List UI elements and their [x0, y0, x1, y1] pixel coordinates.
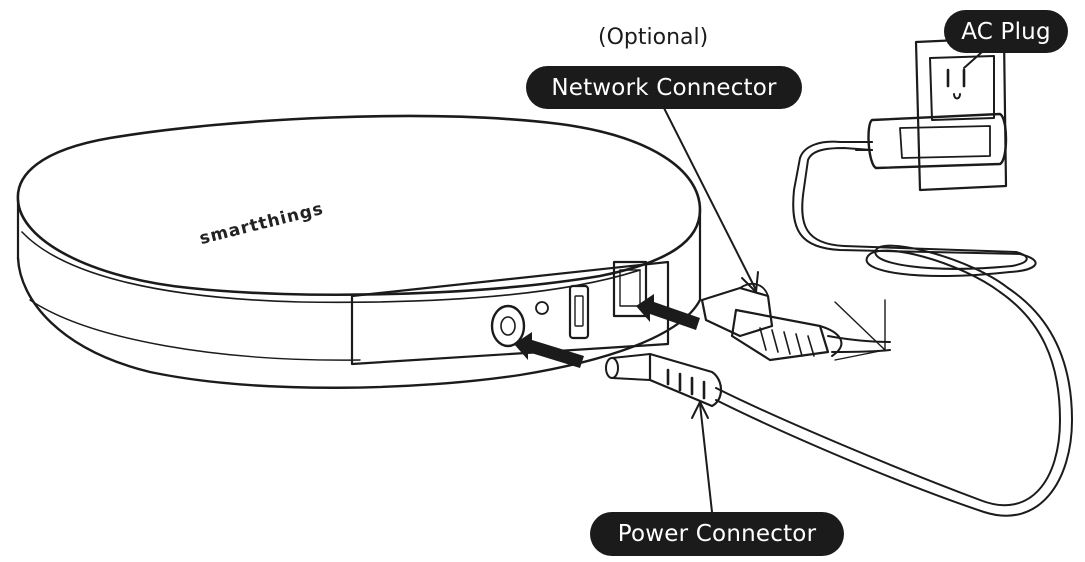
power-plug	[605, 287, 1073, 517]
ethernet-port	[612, 260, 648, 318]
power-leader	[699, 403, 713, 513]
leader-lines	[663, 51, 983, 513]
arrow-to-network-port	[636, 294, 700, 330]
dc-power-port	[490, 304, 526, 348]
hub-port-panel	[350, 260, 670, 366]
reset-button-hole	[535, 301, 549, 315]
network-leader	[663, 107, 757, 291]
power-connector-label: Power Connector	[590, 512, 844, 556]
insert-arrows	[514, 294, 700, 368]
network-connector-label: Network Connector	[526, 66, 802, 109]
hub-ports	[490, 260, 648, 348]
ac-plug-label: AC Plug	[944, 10, 1068, 53]
ac-adapter	[855, 36, 1008, 192]
adapter-block	[867, 112, 1008, 170]
arrow-to-power-port	[514, 332, 584, 368]
ethernet-cable	[700, 282, 891, 362]
optional-note: (Optional)	[598, 25, 709, 50]
hub-base	[16, 256, 702, 389]
hub-side-band	[16, 198, 702, 302]
ac-leader	[963, 51, 983, 69]
hub-top-surface	[16, 114, 702, 297]
power-cable-coil	[792, 140, 1037, 293]
usb-port	[568, 284, 590, 340]
hub-device	[16, 114, 702, 389]
